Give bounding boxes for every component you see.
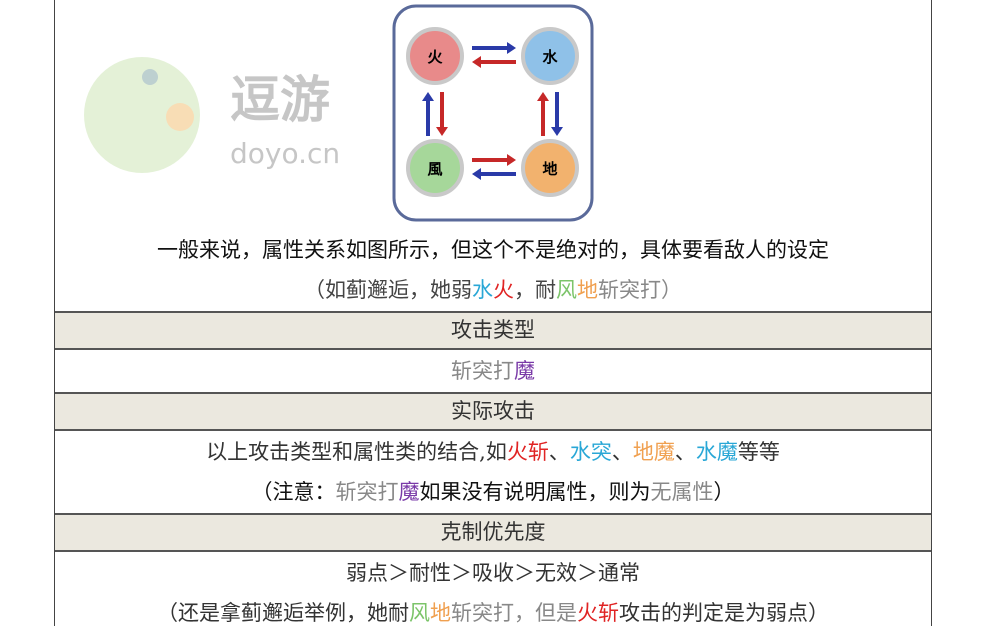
- text-line: （注意：斩突打魔如果没有说明属性，则为无属性）: [55, 473, 931, 511]
- text-segment: （还是拿蓟邂逅举例，她耐: [157, 601, 409, 625]
- text-line: 弱点＞耐性＞吸收＞无效＞通常: [55, 554, 931, 592]
- node-fire: 火: [406, 27, 464, 85]
- text-segment: ）: [713, 480, 735, 504]
- arrows: [422, 42, 563, 180]
- element-relationship-diagram: 火 水 風 地: [392, 4, 594, 222]
- node-water: 水: [521, 27, 579, 85]
- text-segment: （注意：: [251, 480, 336, 504]
- text-segment: 斩突打: [335, 480, 399, 504]
- node-wind-label: 風: [427, 160, 442, 178]
- text-line: （如蓟邂逅，她弱水火，耐风地斩突打）: [55, 271, 931, 309]
- text-segment: 风: [556, 278, 577, 302]
- section-header: 攻击类型: [55, 311, 931, 350]
- text-segment: 攻击类型: [451, 318, 535, 342]
- node-earth: 地: [521, 139, 579, 197]
- text-segment: 斩突打: [451, 359, 514, 383]
- table-frame: [54, 0, 932, 626]
- text-line: （还是拿蓟邂逅举例，她耐风地斩突打，但是火斩攻击的判定是为弱点）: [55, 594, 931, 632]
- text-segment: 火: [493, 278, 514, 302]
- text-segment: 无属性: [650, 480, 714, 504]
- text-segment: 水魔: [695, 440, 738, 464]
- text-segment: 、: [674, 440, 696, 464]
- text-segment: 攻击的判定是为弱点）: [619, 601, 829, 625]
- text-segment: 地: [430, 601, 451, 625]
- text-segment: （如蓟邂逅，她弱: [304, 278, 472, 302]
- text-line: 以上攻击类型和属性类的结合,如火斩、水突、地魔、水魔等等: [55, 433, 931, 471]
- node-wind: 風: [406, 139, 464, 197]
- text-segment: ，耐: [514, 278, 556, 302]
- node-fire-label: 火: [427, 48, 443, 66]
- section-header: 实际攻击: [55, 392, 931, 431]
- text-segment: 弱点＞耐性＞吸收＞无效＞通常: [346, 561, 640, 585]
- text-segment: 一般来说，属性关系如图所示，但这个不是绝对的，具体要看敌人的设定: [157, 238, 829, 262]
- text-segment: 风: [409, 601, 430, 625]
- text-segment: 地魔: [632, 440, 675, 464]
- text-line: 斩突打魔: [55, 352, 931, 390]
- text-segment: 克制优先度: [440, 520, 546, 544]
- text-segment: 、: [611, 440, 633, 464]
- text-segment: 等等: [737, 440, 780, 464]
- node-earth-label: 地: [542, 160, 557, 178]
- text-segment: 如果没有说明属性，则为: [419, 480, 651, 504]
- text-segment: 地: [577, 278, 598, 302]
- text-segment: 水: [472, 278, 493, 302]
- text-segment: 实际攻击: [451, 399, 535, 423]
- text-segment: 水突: [569, 440, 612, 464]
- text-segment: 火斩: [577, 601, 619, 625]
- text-segment: 、: [548, 440, 570, 464]
- section-header: 克制优先度: [55, 513, 931, 552]
- text-line: 一般来说，属性关系如图所示，但这个不是绝对的，具体要看敌人的设定: [55, 231, 931, 269]
- text-segment: 火斩: [506, 440, 549, 464]
- node-water-label: 水: [542, 48, 558, 66]
- text-segment: 斩突打）: [598, 278, 682, 302]
- text-segment: 以上攻击类型和属性类的结合,如: [206, 440, 507, 464]
- text-segment: 魔: [514, 359, 535, 383]
- text-segment: 斩突打，但是: [451, 601, 577, 625]
- text-segment: 魔: [398, 480, 420, 504]
